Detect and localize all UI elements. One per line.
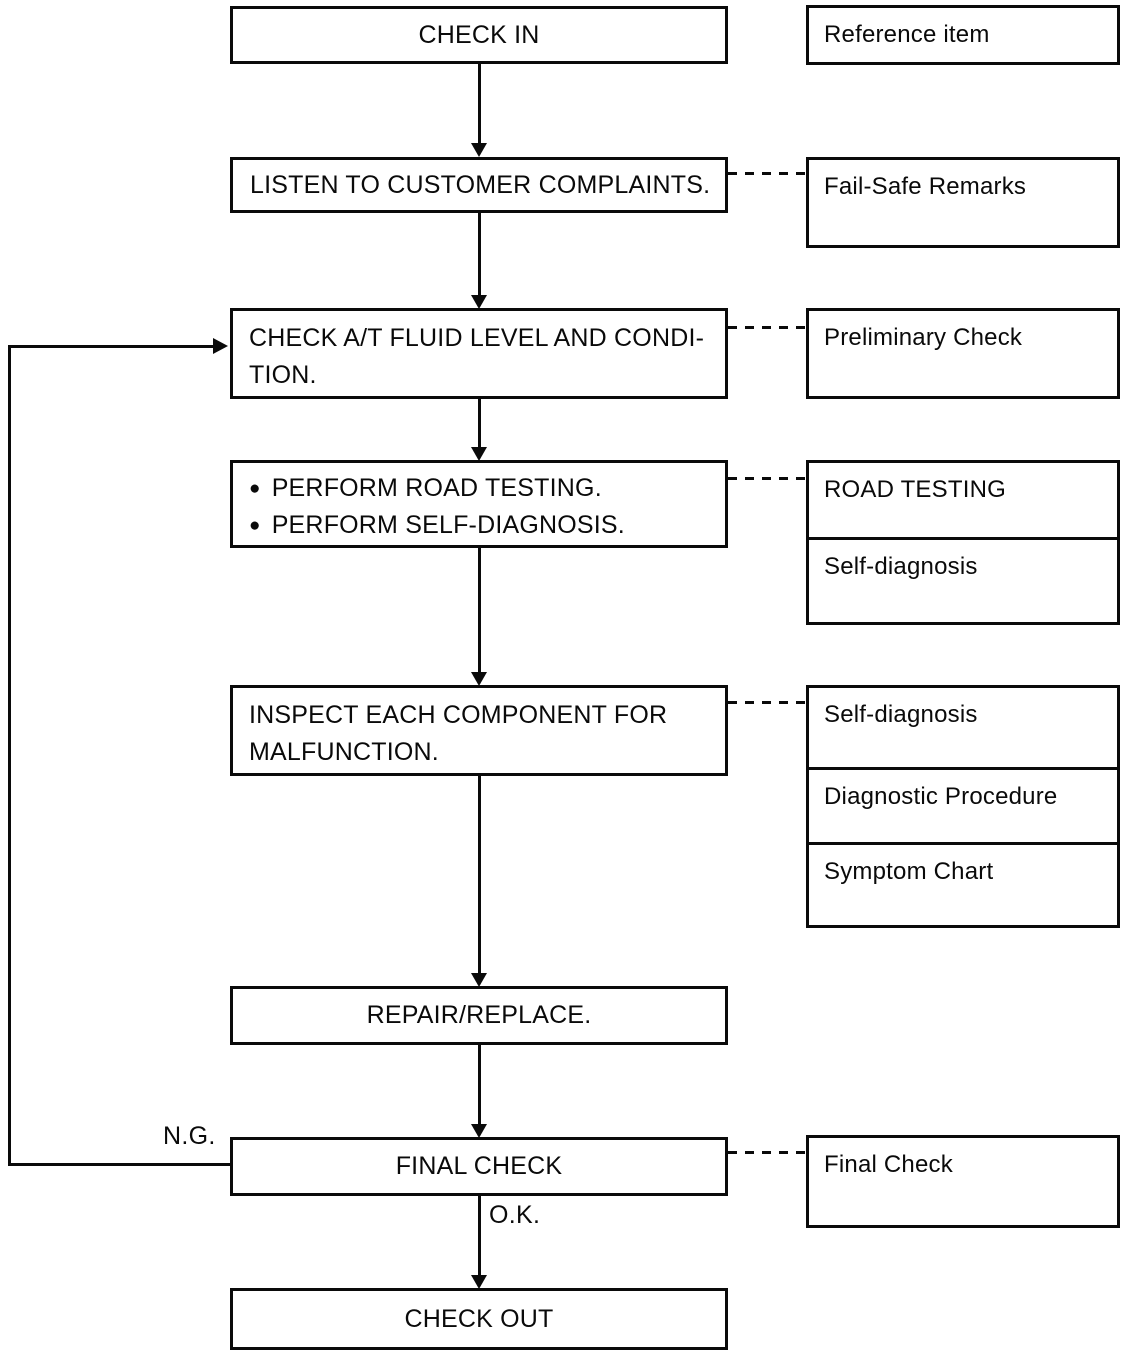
- ref-box-reference-item: Reference item: [806, 5, 1120, 65]
- ref-box-self-diagnosis-2: Self-diagnosis: [806, 685, 1120, 770]
- flow-box-check-out-label: CHECK OUT: [404, 1304, 554, 1333]
- flow-box-inspect-component: INSPECT EACH COMPONENT FOR MALFUNCTION.: [230, 685, 728, 776]
- flow-box-road-testing-text1: PERFORM ROAD TESTING.: [271, 474, 602, 502]
- ref-box-symptom-chart: Symptom Chart: [806, 842, 1120, 928]
- flow-box-check-fluid: CHECK A/T FLUID LEVEL AND CONDI- TION.: [230, 308, 728, 399]
- bullet-icon: ●: [249, 478, 261, 499]
- arrow-line-6: [478, 1045, 481, 1128]
- ref-box-self-diagnosis-2-label: Self-diagnosis: [824, 701, 978, 728]
- flow-box-road-testing-line2: ● PERFORM SELF-DIAGNOSIS.: [249, 508, 709, 545]
- arrow-head-3: [471, 447, 487, 461]
- arrow-head-4: [471, 672, 487, 686]
- ref-box-fail-safe-remarks-label: Fail-Safe Remarks: [824, 173, 1027, 200]
- arrow-line-5: [478, 776, 481, 977]
- ng-loop-bottom-line: [8, 1163, 230, 1166]
- dashed-connector-road-testing: [728, 477, 806, 480]
- ref-box-road-testing: ROAD TESTING: [806, 460, 1120, 540]
- arrow-head-6: [471, 1124, 487, 1138]
- flow-box-listen-complaints-label: LISTEN TO CUSTOMER COMPLAINTS.: [250, 170, 711, 199]
- flow-box-check-fluid-line1: CHECK A/T FLUID LEVEL AND CONDI-: [249, 324, 705, 352]
- arrow-head-1: [471, 143, 487, 157]
- flow-box-repair-replace: REPAIR/REPLACE.: [230, 986, 728, 1045]
- flow-box-listen-complaints: LISTEN TO CUSTOMER COMPLAINTS.: [230, 157, 728, 213]
- ref-box-fail-safe-remarks: Fail-Safe Remarks: [806, 157, 1120, 248]
- ref-box-symptom-chart-label: Symptom Chart: [824, 858, 994, 885]
- ref-box-self-diagnosis-1: Self-diagnosis: [806, 537, 1120, 625]
- flow-box-check-fluid-line2: TION.: [249, 361, 317, 389]
- ng-loop-vertical-line: [8, 345, 11, 1166]
- dashed-connector-preliminary: [728, 326, 806, 329]
- ref-box-diagnostic-procedure: Diagnostic Procedure: [806, 767, 1120, 845]
- bullet-icon: ●: [249, 515, 261, 536]
- arrow-line-2: [478, 213, 481, 301]
- flow-box-inspect-component-line2: MALFUNCTION.: [249, 738, 439, 766]
- ng-loop-top-line: [8, 345, 215, 348]
- flow-box-final-check: FINAL CHECK: [230, 1137, 728, 1196]
- ref-box-final-check: Final Check: [806, 1135, 1120, 1228]
- flow-box-check-in: CHECK IN: [230, 6, 728, 64]
- ref-box-self-diagnosis-1-label: Self-diagnosis: [824, 553, 978, 580]
- ref-box-final-check-label: Final Check: [824, 1151, 953, 1178]
- flow-box-check-in-label: CHECK IN: [418, 20, 540, 49]
- flow-box-road-testing: ● PERFORM ROAD TESTING. ● PERFORM SELF-DIA…: [230, 460, 728, 548]
- flow-box-check-out: CHECK OUT: [230, 1288, 728, 1350]
- ng-label: N.G.: [163, 1122, 216, 1150]
- arrow-line-1: [478, 64, 481, 148]
- arrow-head-2: [471, 295, 487, 309]
- dashed-connector-fail-safe: [728, 172, 806, 175]
- ref-box-diagnostic-procedure-label: Diagnostic Procedure: [824, 783, 1058, 810]
- ref-box-reference-item-label: Reference item: [824, 21, 990, 48]
- dashed-connector-final-check: [728, 1151, 806, 1154]
- arrow-line-4: [478, 548, 481, 676]
- arrow-head-7: [471, 1275, 487, 1289]
- arrow-line-7: [478, 1196, 481, 1279]
- ok-label: O.K.: [489, 1201, 541, 1229]
- arrow-head-5: [471, 973, 487, 987]
- flow-box-road-testing-text2: PERFORM SELF-DIAGNOSIS.: [271, 511, 625, 539]
- arrow-line-3: [478, 399, 481, 450]
- dashed-connector-self-diagnosis: [728, 701, 806, 704]
- ref-box-preliminary-check: Preliminary Check: [806, 308, 1120, 399]
- ref-box-preliminary-check-label: Preliminary Check: [824, 324, 1023, 351]
- flow-box-final-check-label: FINAL CHECK: [395, 1152, 563, 1180]
- flow-box-repair-replace-label: REPAIR/REPLACE.: [366, 1001, 592, 1029]
- ref-box-road-testing-label: ROAD TESTING: [824, 476, 1006, 503]
- flow-box-inspect-component-line1: INSPECT EACH COMPONENT FOR: [249, 701, 668, 729]
- flow-box-road-testing-line1: ● PERFORM ROAD TESTING.: [249, 471, 709, 508]
- ng-loop-arrow-head: [213, 338, 228, 354]
